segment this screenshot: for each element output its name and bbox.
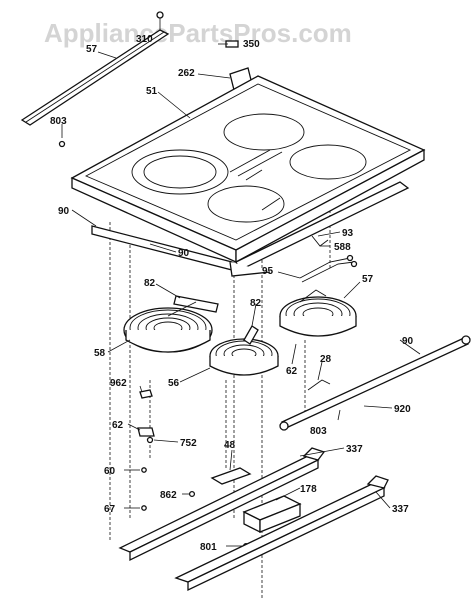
callout-labels: 310 350 57 262 51 803 90 93 588 90 95 82… <box>50 34 414 553</box>
callout-310: 310 <box>136 34 153 45</box>
callout-90-front: 90 <box>178 248 190 259</box>
callout-588: 588 <box>334 242 351 253</box>
leader-lines <box>58 43 421 547</box>
callout-803-top: 803 <box>50 116 67 127</box>
callout-67: 67 <box>104 504 116 515</box>
callout-862: 862 <box>160 490 177 501</box>
callout-803-bottom: 803 <box>310 426 327 437</box>
callout-752: 752 <box>180 438 197 449</box>
screw <box>141 505 147 511</box>
callout-56: 56 <box>168 378 180 389</box>
burner-box-panel <box>229 181 410 277</box>
mount-clip <box>139 389 153 399</box>
surface-element-large-left <box>123 301 213 353</box>
callout-93: 93 <box>342 228 354 239</box>
screw <box>141 467 147 473</box>
screw <box>146 436 154 444</box>
terminal-block <box>242 495 302 534</box>
clip-part <box>307 379 331 391</box>
center-bracket <box>210 467 252 485</box>
element-bracket <box>173 295 219 313</box>
callout-90-left: 90 <box>58 206 70 217</box>
burner-support-channel-upper <box>118 447 326 562</box>
callout-57-right: 57 <box>362 274 374 285</box>
support-bracket <box>311 235 329 247</box>
mount-clip-lower <box>137 427 155 437</box>
callout-90-right: 90 <box>402 336 414 347</box>
callout-337-bottom: 337 <box>392 504 409 515</box>
callout-57-top: 57 <box>86 44 98 55</box>
callout-48: 48 <box>224 440 236 451</box>
callout-62-left: 62 <box>112 420 124 431</box>
screw <box>188 490 196 498</box>
wire-harness <box>299 254 358 283</box>
callout-801: 801 <box>200 542 217 553</box>
watermark: AppliancePartsPros.com <box>44 18 352 48</box>
callout-95: 95 <box>262 266 274 277</box>
glass-cooktop <box>70 75 426 264</box>
callout-920: 920 <box>394 404 411 415</box>
callout-178: 178 <box>300 484 317 495</box>
rear-trim-strip <box>20 11 170 126</box>
support-rod <box>279 335 471 431</box>
callout-350: 350 <box>243 39 260 50</box>
surface-element-small-center <box>209 325 279 376</box>
callout-60: 60 <box>104 466 116 477</box>
burner-support-channel-lower <box>174 475 389 592</box>
callout-82-mid: 82 <box>250 298 262 309</box>
callout-262: 262 <box>178 68 195 79</box>
callout-962: 962 <box>110 378 127 389</box>
callout-28: 28 <box>320 354 332 365</box>
callout-82-left: 82 <box>144 278 156 289</box>
callout-51: 51 <box>146 86 158 97</box>
callout-62-mid: 62 <box>286 366 298 377</box>
callout-337-top: 337 <box>346 444 363 455</box>
callout-58: 58 <box>94 348 106 359</box>
surface-element-right <box>279 289 357 337</box>
